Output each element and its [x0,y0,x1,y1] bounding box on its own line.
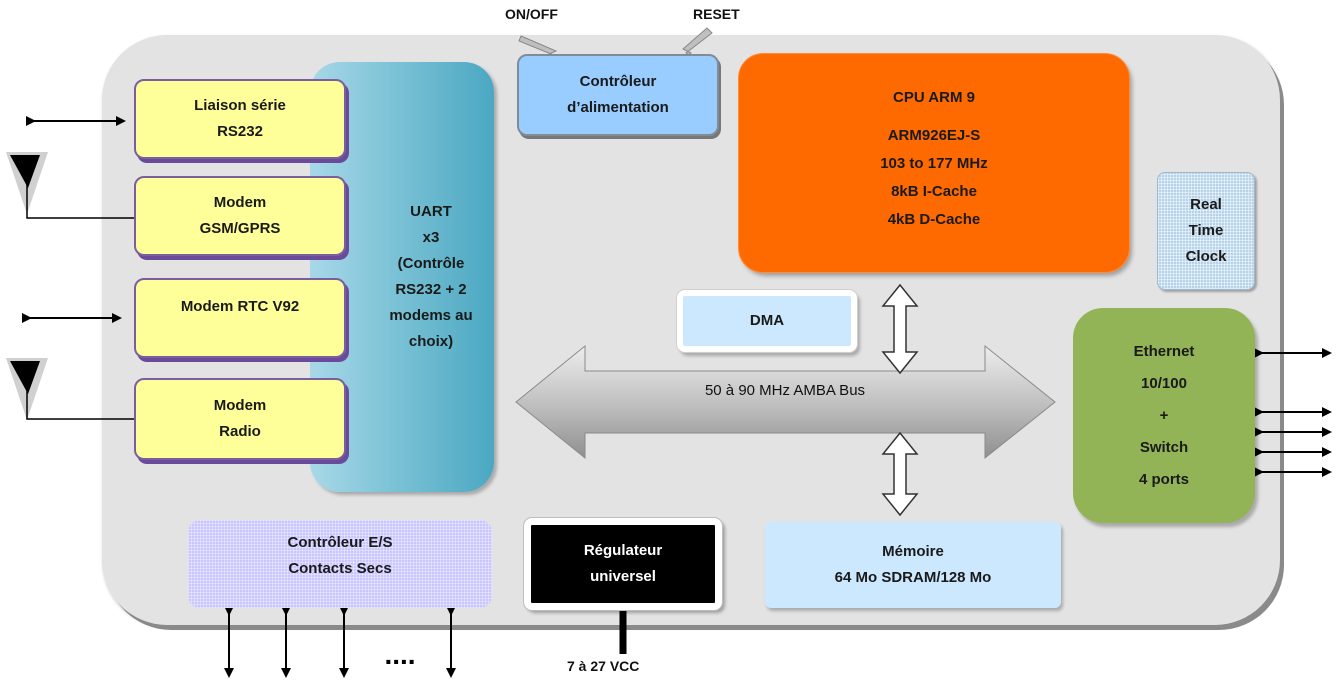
cpu-bus-arrow [881,283,919,375]
cpu-spec: 4kB D-Cache [887,211,981,228]
cpu-title: CPU ARM 9 [893,89,975,106]
ethernet-line: Ethernet [1133,342,1195,360]
modem-gsm-subtitle: GSM/GPRS [199,220,281,237]
serial-link-title: Liaison série [194,97,286,114]
supply-voltage-label: 7 à 27 VCC [567,658,640,674]
modem-radio-box: Modem Radio [134,378,346,460]
uart-line: x3 [422,229,440,246]
modem-radio-subtitle: Radio [219,423,261,440]
ethernet-switch-box: Ethernet 10/100 + Switch 4 ports [1073,308,1255,523]
ethernet-line: + [1159,406,1169,424]
regulator-title: Régulateur [583,542,663,559]
serial-link-box: Liaison série RS232 [134,79,346,159]
uart-line: modems au [389,307,473,324]
dma-box: DMA [677,290,857,352]
uart-line: UART [410,203,452,220]
memory-box: Mémoire 64 Mo SDRAM/128 Mo [765,522,1061,608]
antenna-gsm-icon [6,152,136,219]
rtc-line: Real [1190,196,1222,213]
regulator-box: Régulateur universel [524,518,722,610]
power-controller-title: Contrôleur [579,73,657,90]
ethernet-line: 4 ports [1138,470,1189,488]
ethernet-line: Switch [1139,438,1189,456]
uart-line: choix) [408,333,454,350]
uart-line: (Contrôle [397,255,465,272]
real-time-clock-box: Real Time Clock [1157,172,1255,290]
memory-subtitle: 64 Mo SDRAM/128 Mo [834,569,992,586]
modem-gsm-box: Modem GSM/GPRS [134,176,346,256]
bus-memory-arrow [881,431,919,517]
uart-line: RS232 + 2 [395,281,467,298]
rtc-line: Clock [1185,248,1227,265]
ethernet-line: 10/100 [1141,374,1187,392]
cpu-spec: 8kB I-Cache [891,183,977,200]
io-ellipsis: .... [384,639,415,670]
io-controller-subtitle: Contacts Secs [288,560,392,577]
cpu-spec: ARM926EJ-S [887,127,981,144]
antenna-radio-icon [6,358,136,420]
on-off-label: ON/OFF [505,6,558,22]
cpu-box: CPU ARM 9 ARM926EJ-S 103 to 177 MHz 8kB … [739,54,1129,272]
modem-radio-title: Modem [213,397,267,414]
power-controller-box: Contrôleur d’alimentation [517,54,719,136]
power-controller-subtitle: d’alimentation [567,99,669,116]
amba-bus-label: 50 à 90 MHz AMBA Bus [704,382,866,399]
modem-gsm-title: Modem [213,194,267,211]
regulator-subtitle: universel [590,568,656,585]
reset-label: RESET [693,6,740,22]
serial-link-subtitle: RS232 [217,123,263,140]
io-controller-title: Contrôleur E/S [287,534,393,551]
cpu-spec: 103 to 177 MHz [880,155,988,172]
io-controller-box: Contrôleur E/S Contacts Secs [188,520,492,608]
modem-rtc-box: Modem RTC V92 [134,278,346,358]
amba-bus-arrow [515,344,1056,460]
rtc-line: Time [1188,222,1224,239]
memory-title: Mémoire [882,543,944,560]
dma-label: DMA [749,312,785,329]
modem-rtc-title: Modem RTC V92 [180,298,300,315]
